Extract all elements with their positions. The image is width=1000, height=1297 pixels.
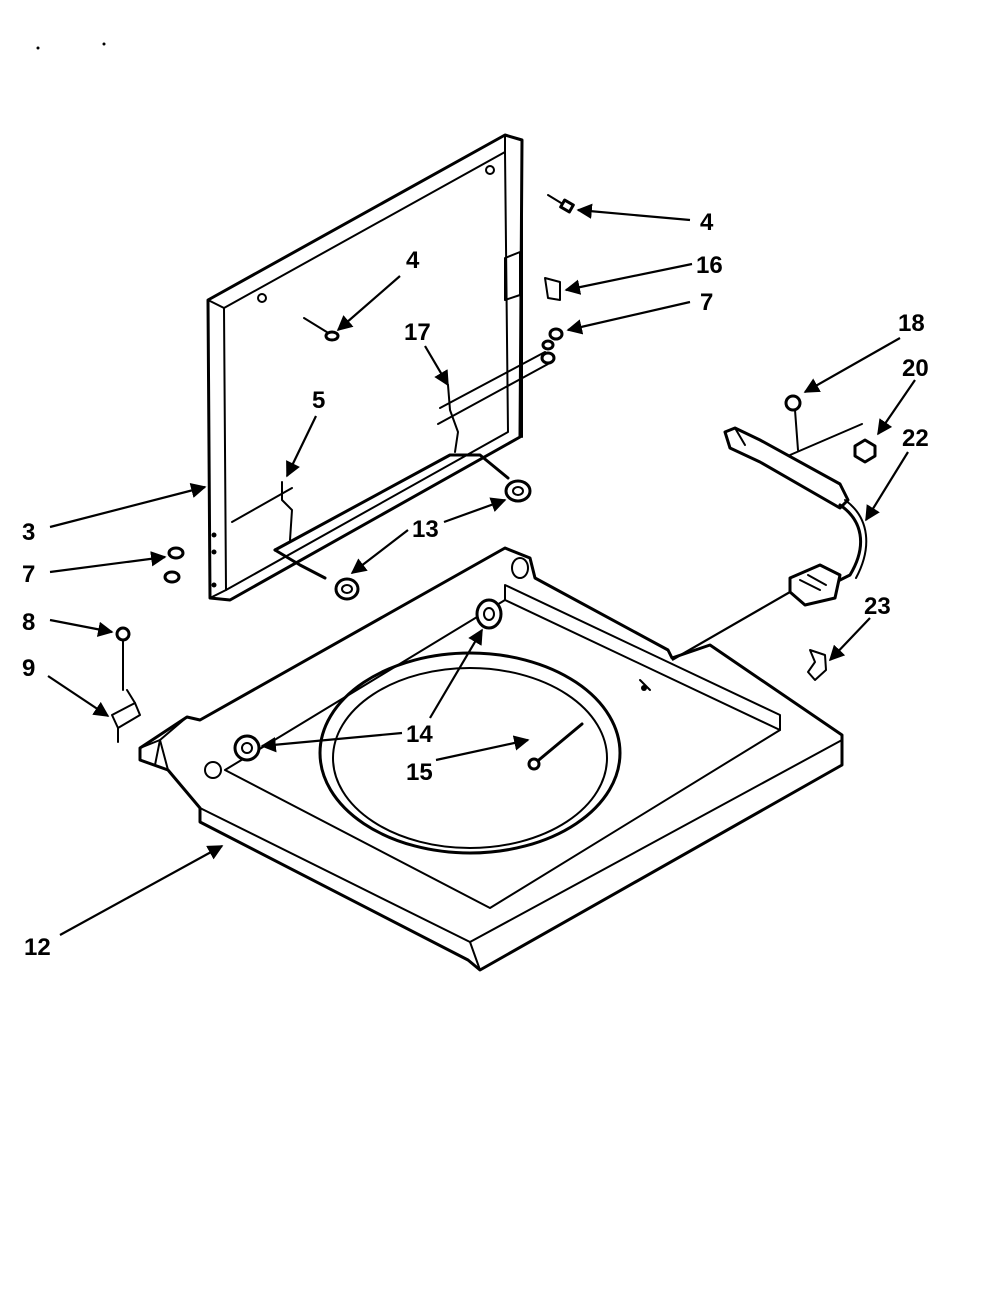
callout-5: 5	[312, 387, 325, 414]
leader-12	[59, 845, 224, 936]
callout-7: 7	[700, 289, 713, 316]
leader-4b	[336, 275, 401, 332]
leader-lines	[47, 203, 916, 936]
leader-9	[47, 675, 110, 717]
callout-3: 3	[22, 519, 35, 546]
callout-20: 20	[902, 355, 929, 382]
callout-14: 14	[406, 721, 433, 748]
leader-3	[49, 483, 207, 529]
leader-22	[865, 451, 909, 522]
callout-labels: 3 4 4 5 7 7 8 9 12 13 14 15 16 17 18 20 …	[22, 209, 929, 961]
callout-15: 15	[406, 759, 433, 786]
lid-hardware	[111, 194, 575, 743]
top-panel	[138, 546, 844, 972]
leader-13-right	[443, 497, 507, 524]
leader-23	[828, 617, 871, 662]
callout-18: 18	[898, 310, 925, 337]
callout-13: 13	[412, 516, 439, 543]
callout-23: 23	[864, 593, 891, 620]
lid-frame	[206, 133, 549, 602]
leader-15	[435, 735, 530, 762]
leader-18	[803, 337, 901, 393]
leader-4a	[576, 203, 691, 222]
callout-8: 8	[22, 609, 35, 636]
leader-17	[424, 345, 449, 387]
callout-12: 12	[24, 934, 51, 961]
leader-14-right	[429, 628, 483, 719]
scan-specks	[36, 42, 106, 50]
leader-7a	[566, 300, 691, 335]
panel-hardware	[233, 598, 584, 771]
callout-22: 22	[902, 425, 929, 452]
callout-4: 4	[406, 247, 420, 274]
leader-20	[877, 379, 916, 436]
callout-7: 7	[22, 561, 35, 588]
callout-16: 16	[696, 252, 723, 279]
callout-17: 17	[404, 319, 431, 346]
leader-8	[49, 618, 114, 637]
callout-4: 4	[700, 209, 714, 236]
leader-14-left	[260, 731, 403, 753]
leader-16	[564, 262, 693, 295]
lid-switch-assembly	[723, 394, 877, 681]
leader-13-left	[350, 529, 409, 574]
leader-7b	[49, 551, 167, 574]
callout-9: 9	[22, 655, 35, 682]
leader-harness	[671, 591, 791, 661]
leader-5	[286, 415, 317, 478]
